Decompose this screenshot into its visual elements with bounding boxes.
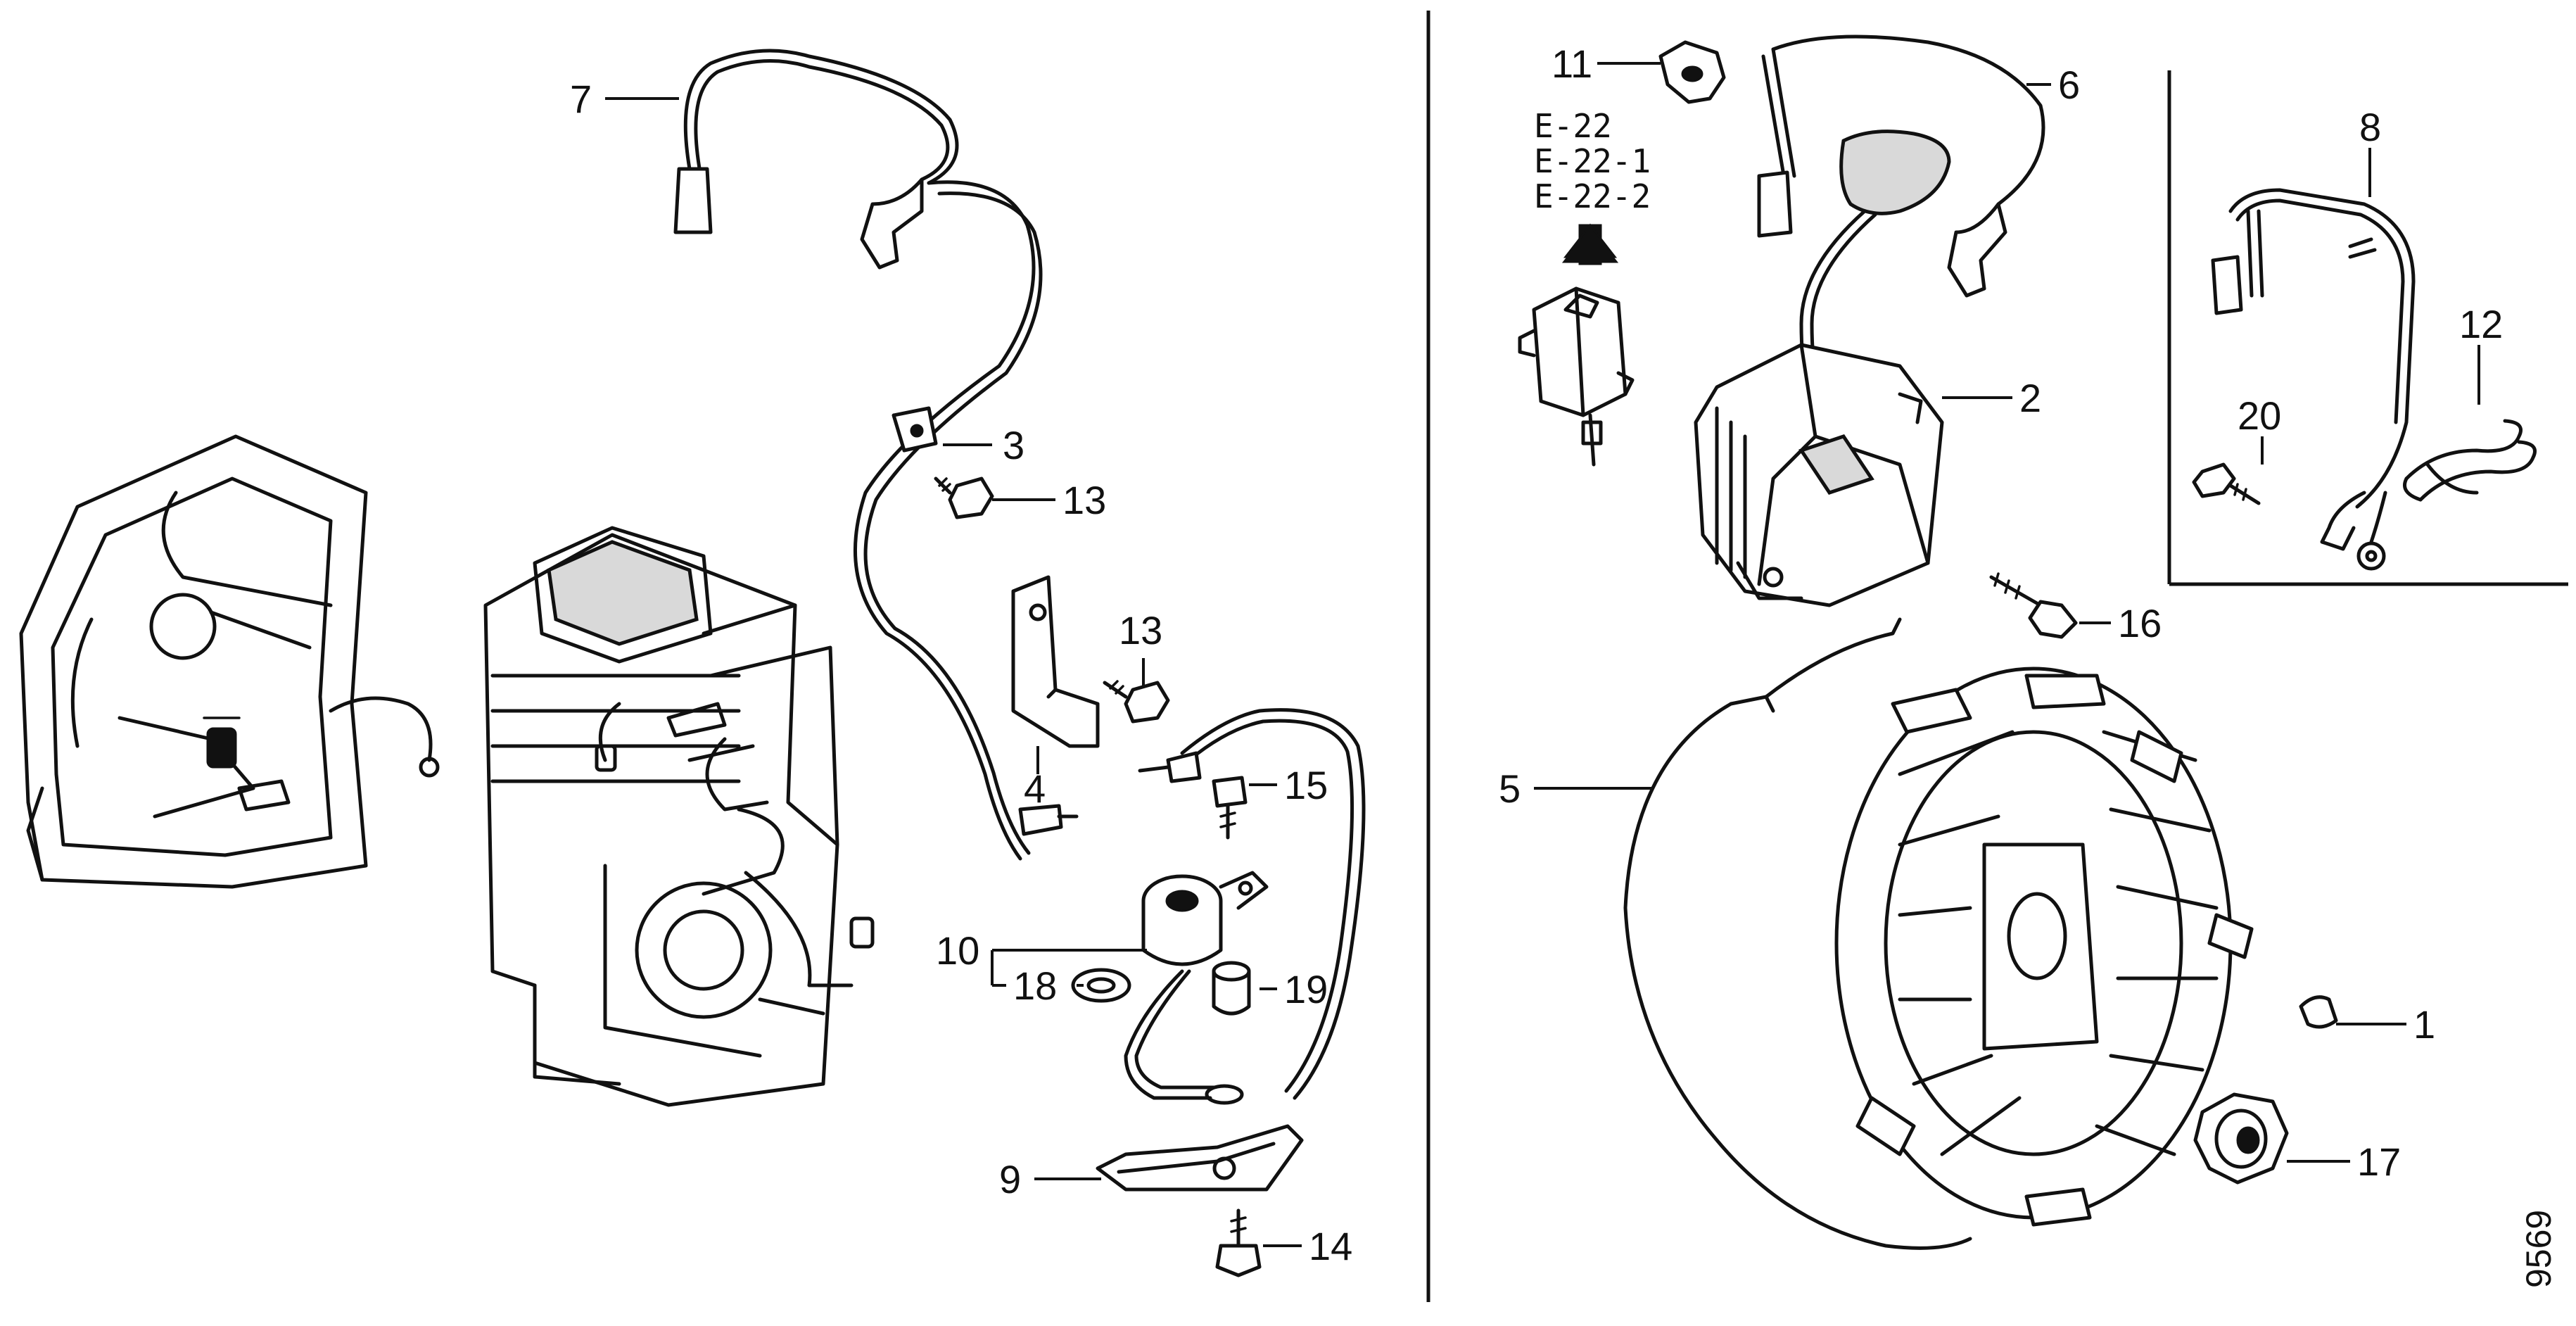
- callout-3: 3: [1003, 423, 1024, 467]
- bolt-14: [1215, 1208, 1262, 1277]
- bolt-15: [1212, 776, 1248, 840]
- callout-13-middle: 13: [1119, 608, 1162, 652]
- callout-20: 20: [2238, 393, 2281, 438]
- reference-arrow-head: [1563, 223, 1618, 265]
- callout-17: 17: [2357, 1139, 2401, 1184]
- screw-20: [2192, 462, 2261, 505]
- reference-code-1: E-22: [1534, 107, 1612, 145]
- callout-6: 6: [2058, 63, 2080, 107]
- ignition-unit-10: [1124, 708, 1366, 1105]
- callout-labels: 7 3 13 4 13 15 10 18 19 9 14 11 6 2 16 5…: [570, 42, 2503, 1268]
- callout-2: 2: [2019, 376, 2041, 420]
- wire-8: [2211, 188, 2416, 571]
- engine-block-drawing: [483, 526, 875, 1107]
- bracket-4: [1011, 575, 1100, 748]
- callout-12: 12: [2459, 302, 2503, 346]
- flywheel-5: [1623, 617, 2254, 1250]
- callout-16: 16: [2118, 601, 2162, 645]
- callout-7: 7: [570, 77, 592, 121]
- bolt-13-middle: [1103, 680, 1170, 724]
- callout-1: 1: [2413, 1002, 2435, 1047]
- ignition-coil-alternate: [1518, 286, 1635, 467]
- inset-box: [2167, 70, 2568, 586]
- callout-5: 5: [1499, 766, 1521, 811]
- collar-19: [1212, 961, 1251, 1016]
- key-1: [2299, 995, 2338, 1029]
- callout-19: 19: [1284, 967, 1328, 1011]
- callout-14: 14: [1309, 1224, 1352, 1268]
- callout-4: 4: [1024, 766, 1046, 811]
- reference-code-2: E-22-1: [1534, 142, 1651, 180]
- clamp-12: [2403, 419, 2537, 502]
- wire-harness-7: [673, 49, 1079, 861]
- leader-lines: [605, 62, 2480, 1247]
- clip-11: [1658, 40, 1726, 104]
- callout-11: 11: [1552, 42, 1592, 86]
- diagram-number: 9569: [2519, 1210, 2558, 1288]
- ignition-coil-2: [1694, 343, 1944, 607]
- callout-15: 15: [1284, 763, 1328, 807]
- plate-9: [1096, 1124, 1304, 1192]
- bolt-16: [1989, 572, 2078, 639]
- reference-code-3: E-22-2: [1534, 177, 1651, 215]
- callout-9: 9: [999, 1157, 1021, 1201]
- nut-17: [2193, 1092, 2289, 1185]
- washer-18: [1071, 968, 1131, 1003]
- callout-8: 8: [2359, 105, 2381, 149]
- callout-18: 18: [1013, 964, 1057, 1008]
- bolt-13-upper: [934, 476, 994, 519]
- crankcase-drawing: [19, 434, 440, 889]
- callout-10: 10: [936, 928, 979, 973]
- clip-3: [892, 406, 938, 453]
- reference-codes: E-22 E-22-1 E-22-2: [1534, 107, 1651, 215]
- callout-13-upper: 13: [1062, 478, 1106, 522]
